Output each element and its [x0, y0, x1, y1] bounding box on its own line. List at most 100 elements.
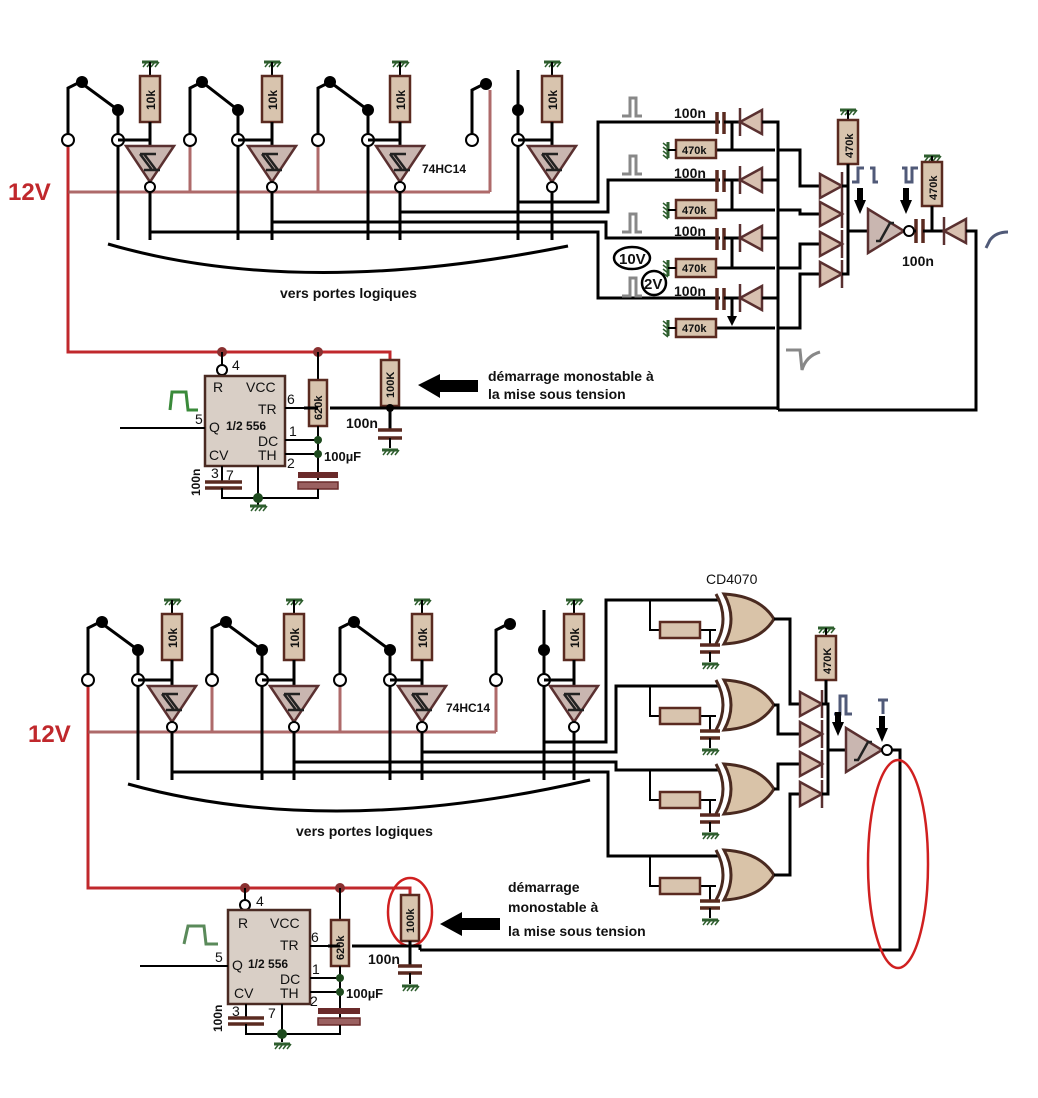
timer-556-bottom: 4 R VCC TR Q 1/2 556 DC CV TH 6 5 1 2 62…: [140, 876, 434, 1051]
svg-text:100µF: 100µF: [346, 986, 383, 1001]
svg-text:6: 6: [311, 929, 319, 945]
switch-2-top: [183, 76, 245, 147]
voltage-bubble-10v: [612, 245, 652, 271]
pullup-4-top: 10k: [518, 60, 564, 146]
svg-text:10k: 10k: [546, 90, 560, 110]
svg-text:10k: 10k: [568, 628, 582, 648]
svg-text:100n: 100n: [674, 105, 706, 121]
svg-text:100K: 100K: [385, 372, 397, 398]
svg-text:1/2 556: 1/2 556: [226, 419, 266, 433]
falling-edge-waveform-icon: [902, 166, 918, 184]
svg-text:VCC: VCC: [246, 379, 276, 395]
spike-waveform-icon: [984, 230, 1009, 249]
svg-text:470k: 470k: [682, 323, 707, 335]
pulse-waveform-icon: [622, 96, 642, 118]
inverter-part-label-top: 74HC14: [422, 162, 466, 176]
svg-text:10k: 10k: [166, 628, 180, 648]
svg-text:100n: 100n: [189, 469, 203, 496]
inverter-1-top: [124, 144, 176, 194]
svg-text:DC: DC: [258, 433, 278, 449]
arrow-down-icon: [876, 728, 888, 742]
pullup-3-bottom: 10k: [390, 598, 434, 686]
svg-text:3: 3: [232, 1003, 240, 1019]
svg-text:R: R: [213, 379, 223, 395]
rising-edge-waveform-icon: [852, 166, 878, 184]
pullup-3-top: 10k: [368, 60, 412, 146]
inverter-2-bottom: [268, 684, 320, 734]
supply-label-top: 12V: [8, 179, 51, 206]
svg-text:10k: 10k: [288, 628, 302, 648]
switch-3-top: [311, 76, 375, 147]
svg-text:démarrage monostable à: démarrage monostable à: [488, 368, 654, 384]
svg-text:470k: 470k: [928, 175, 940, 200]
inverter-part-label-bottom: 74HC14: [446, 701, 490, 715]
timer-556-top: 4 R VCC TR Q 1/2 556 DC CV TH 6 5 1 2 62…: [120, 347, 778, 513]
svg-text:5: 5: [195, 411, 203, 427]
svg-text:7: 7: [226, 467, 234, 483]
inverter-4-top: [526, 144, 578, 194]
svg-text:monostable à: monostable à: [508, 899, 598, 915]
svg-text:10V: 10V: [619, 251, 646, 268]
svg-text:470k: 470k: [682, 145, 707, 157]
svg-text:100µF: 100µF: [324, 449, 361, 464]
svg-text:TR: TR: [280, 937, 299, 953]
svg-text:1/2 556: 1/2 556: [248, 957, 288, 971]
switch-4-top: [465, 70, 525, 147]
svg-text:2V: 2V: [644, 276, 662, 293]
pulse-waveform-icon: [168, 390, 198, 412]
svg-text:TH: TH: [280, 985, 299, 1001]
svg-text:100n: 100n: [346, 415, 378, 431]
svg-text:Q: Q: [209, 419, 220, 435]
pulse-waveform-icon: [622, 154, 642, 176]
pullup-2-bottom: 10k: [262, 598, 306, 686]
arrow-down-icon: [900, 200, 912, 214]
svg-text:470k: 470k: [844, 133, 856, 158]
svg-text:démarrage: démarrage: [508, 879, 580, 895]
startup-note-bottom: démarrage monostable à la mise sous tens…: [440, 879, 646, 939]
svg-text:7: 7: [268, 1005, 276, 1021]
pulse-waveform-icon: [182, 924, 218, 946]
svg-text:100n: 100n: [211, 1005, 225, 1032]
switch-1-bottom: [81, 616, 145, 687]
svg-text:10k: 10k: [266, 90, 280, 110]
diode-or-bottom: 470K: [420, 626, 930, 970]
pullup-1-bottom: 10k: [138, 598, 184, 686]
svg-text:5: 5: [215, 949, 223, 965]
svg-text:la mise sous tension: la mise sous tension: [488, 386, 626, 402]
pulse-waveform-icon: [622, 212, 642, 234]
xor-gate-3: [649, 762, 776, 841]
arrow-down-icon: [832, 722, 844, 736]
svg-text:1: 1: [289, 423, 297, 439]
inverter-1-bottom: [146, 684, 198, 734]
xor-array-bottom: CD4070: [649, 571, 800, 927]
svg-text:1: 1: [312, 961, 320, 977]
xor-gate-4: [649, 848, 776, 927]
switch-supply-bus-top: [68, 90, 492, 194]
inverter-3-top: [374, 144, 426, 194]
supply-label-bottom: 12V: [28, 721, 71, 748]
pullup-2-top: 10k: [238, 60, 284, 146]
voltage-bubble-2v: [640, 269, 668, 297]
xor-gate-1: [649, 592, 776, 671]
switch-2-bottom: [205, 616, 269, 687]
pulse-waveform-icon: [878, 698, 888, 714]
highlight-ellipse-output: [866, 758, 930, 970]
switch-1-top: [61, 76, 125, 147]
svg-text:4: 4: [256, 893, 264, 909]
svg-text:100n: 100n: [902, 253, 934, 269]
bottom-circuit: 12V 10k: [28, 571, 930, 1051]
xor-gate-2: [649, 678, 776, 757]
pulse-waveform-icon: [834, 694, 852, 716]
pulse-waveform-icon: [622, 276, 642, 298]
pullup-1-top: 10k: [118, 60, 162, 146]
inverter-2-top: [246, 144, 298, 194]
svg-text:100k: 100k: [405, 908, 417, 933]
xor-part-label: CD4070: [706, 571, 758, 587]
svg-text:Q: Q: [232, 957, 243, 973]
pullup-4-bottom: 10k: [544, 598, 586, 686]
svg-text:470k: 470k: [682, 205, 707, 217]
svg-text:CV: CV: [234, 985, 254, 1001]
supply-rail-top: [66, 140, 392, 360]
inverter-3-bottom: [396, 684, 448, 734]
